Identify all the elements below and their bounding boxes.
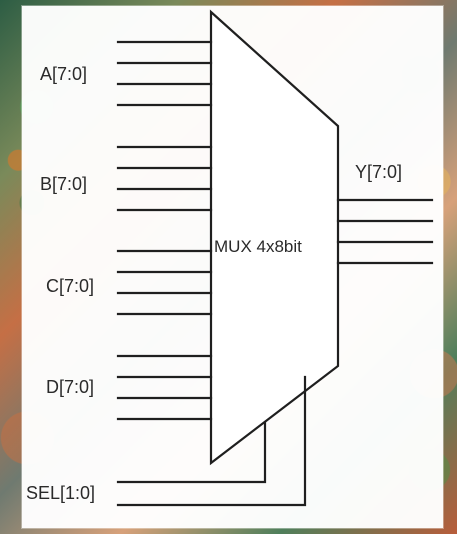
output-group-y: Y[7:0] (336, 162, 434, 265)
input-group-d: D[7:0] (46, 354, 213, 421)
input-group-b: B[7:0] (40, 145, 213, 212)
input-label-b: B[7:0] (40, 174, 87, 194)
select-wire-0 (116, 421, 267, 484)
input-group-a: A[7:0] (40, 40, 213, 107)
input-label-d: D[7:0] (46, 377, 94, 397)
select-group: SEL[1:0] (26, 375, 307, 507)
input-label-a: A[7:0] (40, 64, 87, 84)
input-label-c: C[7:0] (46, 276, 94, 296)
output-label-y: Y[7:0] (355, 162, 402, 182)
mux-block (209, 9, 340, 466)
mux-label: MUX 4x8bit (214, 237, 302, 256)
select-label: SEL[1:0] (26, 483, 95, 503)
select-wire-1 (116, 375, 307, 507)
input-group-c: C[7:0] (46, 249, 213, 316)
